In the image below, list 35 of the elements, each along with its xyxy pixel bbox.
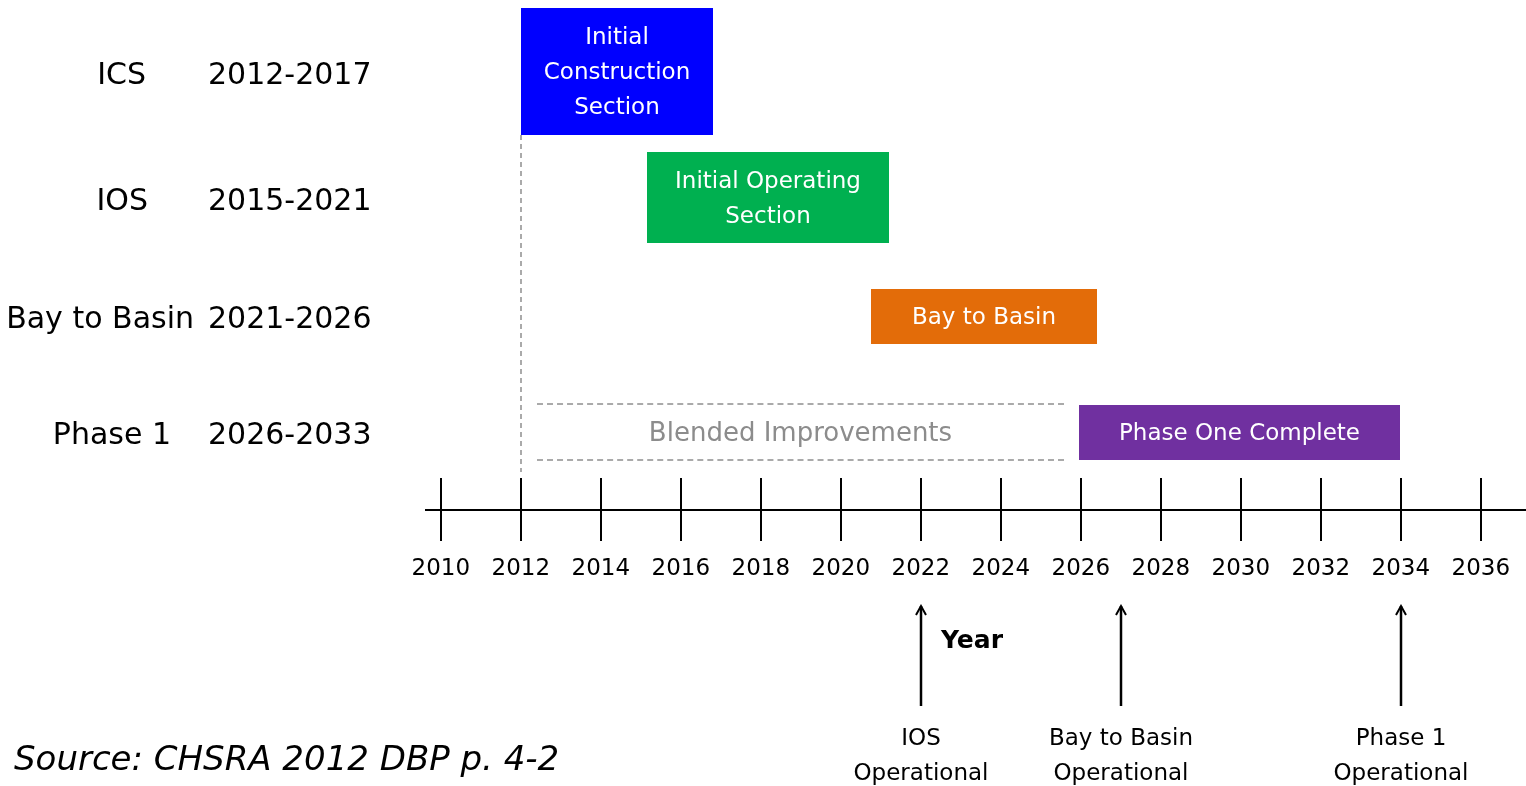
arrow (915, 605, 927, 706)
year-tick-label: 2016 (651, 554, 711, 580)
milestone-label: IOS Operational (841, 720, 1001, 786)
row-label: ICS (97, 56, 146, 91)
source-note: Source: CHSRA 2012 DBP p. 4-2 (14, 738, 560, 778)
date-range: 2015-2021 (208, 182, 372, 217)
year-tick-label: 2022 (891, 554, 951, 580)
year-tick-label: 2030 (1211, 554, 1271, 580)
phase-bar: Initial Operating Section (647, 152, 889, 243)
phase-bar: Initial Construction Section (521, 8, 713, 135)
year-tick-label: 2032 (1291, 554, 1351, 580)
year-tick-label: 2018 (731, 554, 791, 580)
date-range: 2026-2033 (208, 416, 372, 451)
year-tick-label: 2034 (1371, 554, 1431, 580)
year-tick-label: 2026 (1051, 554, 1111, 580)
date-range: 2021-2026 (208, 300, 372, 335)
arrow (1395, 605, 1407, 706)
phase-bar: Bay to Basin (871, 289, 1097, 344)
phase-bar: Phase One Complete (1079, 405, 1400, 460)
year-tick-label: 2010 (411, 554, 471, 580)
year-tick-label: 2036 (1451, 554, 1511, 580)
year-tick-label: 2014 (571, 554, 631, 580)
year-tick-label: 2028 (1131, 554, 1191, 580)
milestone-label: Phase 1 Operational (1321, 720, 1481, 786)
arrow (1115, 605, 1127, 706)
row-label: Phase 1 (52, 416, 171, 451)
milestone-label: Bay to Basin Operational (1041, 720, 1201, 786)
date-range: 2012-2017 (208, 56, 372, 91)
row-label: IOS (96, 182, 148, 217)
year-tick-label: 2012 (491, 554, 551, 580)
row-label: Bay to Basin (6, 300, 194, 335)
dashed-band: Blended Improvements (537, 403, 1064, 461)
year-tick-label: 2020 (811, 554, 871, 580)
axis-title: Year (941, 625, 1003, 654)
year-tick-label: 2024 (971, 554, 1031, 580)
